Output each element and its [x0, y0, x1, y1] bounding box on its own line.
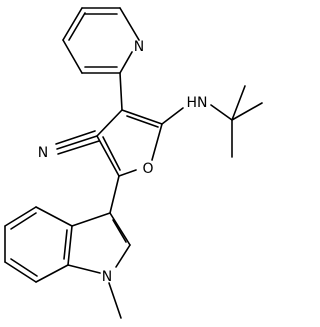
tert-butylamino-group	[161, 85, 263, 158]
bond	[67, 264, 101, 274]
bond	[109, 212, 131, 246]
bond	[62, 7, 83, 41]
bond	[231, 85, 246, 121]
atom-label-furan-o: O	[142, 161, 153, 177]
bond	[109, 175, 120, 214]
bond	[108, 282, 122, 319]
atom-label-nitrile-n: N	[38, 145, 48, 161]
chemical-structure: N HN N O N	[4, 7, 263, 319]
indole-ring	[4, 175, 131, 319]
bond	[96, 109, 123, 137]
bond	[151, 123, 163, 161]
bond	[119, 7, 140, 41]
bond	[118, 169, 137, 177]
bond	[102, 136, 121, 171]
bond	[115, 244, 131, 268]
bond	[210, 104, 233, 121]
bond	[96, 135, 120, 177]
atom-label-indole-n: N	[102, 269, 112, 285]
atom-label-pyridine-n: N	[134, 39, 144, 55]
bond	[112, 219, 127, 243]
bond	[121, 109, 163, 125]
nitrile-group	[55, 130, 100, 155]
bond	[63, 229, 68, 260]
bond	[10, 258, 38, 277]
bond	[68, 12, 86, 41]
bond	[62, 39, 83, 74]
bond	[119, 51, 133, 74]
bond	[161, 107, 184, 125]
bond	[56, 135, 98, 150]
bond	[119, 72, 123, 111]
bond	[10, 212, 37, 230]
atom-labels: N HN N O N	[38, 39, 208, 285]
bond	[71, 212, 111, 227]
pyridine-ring	[62, 7, 140, 74]
bond	[57, 140, 100, 155]
furan-ring	[96, 72, 163, 177]
bond	[4, 206, 37, 227]
bond	[231, 102, 263, 121]
bond	[35, 264, 69, 283]
bond	[126, 115, 159, 128]
bond	[4, 261, 37, 283]
bond	[67, 225, 73, 266]
bond	[55, 130, 96, 145]
atom-label-amine-nh: HN	[187, 95, 208, 111]
bond	[35, 206, 73, 227]
